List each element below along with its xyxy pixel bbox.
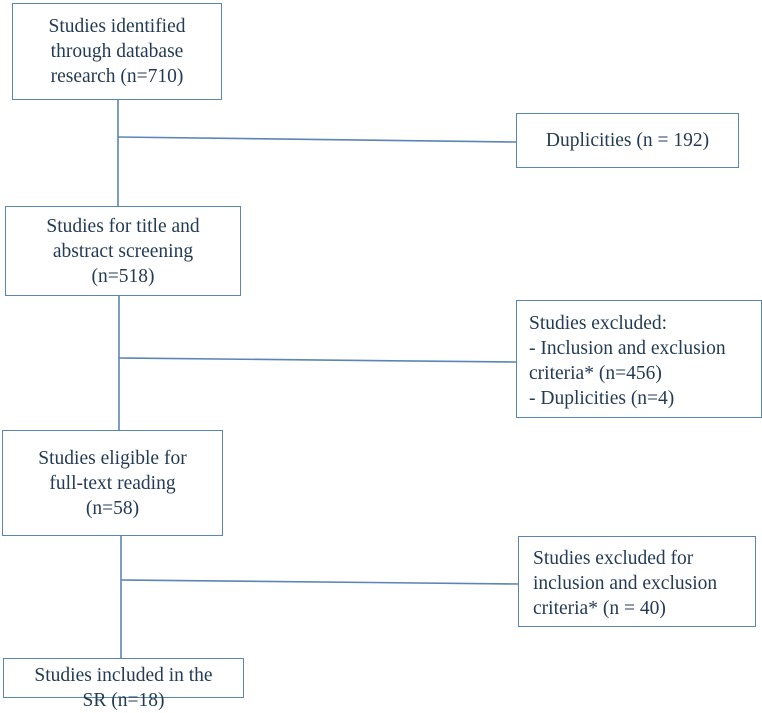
box-text-line: (n=58) bbox=[85, 497, 140, 519]
box-text-line: SR (n=18) bbox=[82, 690, 165, 711]
box-studies-excluded-fulltext: Studies excluded for inclusion and exclu… bbox=[518, 536, 756, 627]
box-text-line: (n=518) bbox=[91, 265, 155, 287]
connector-to-excluded-fulltext bbox=[120, 579, 519, 585]
box-text-line: Studies excluded: bbox=[529, 313, 668, 334]
box-text-line: Studies eligible for bbox=[38, 447, 187, 469]
box-duplicities: Duplicities (n = 192) bbox=[516, 113, 739, 168]
box-title-abstract-screening: Studies for title and abstract screening… bbox=[5, 206, 241, 296]
box-text-line: Duplicities (n = 192) bbox=[545, 130, 710, 151]
box-eligible-full-text: Studies eligible for full-text reading (… bbox=[2, 430, 223, 536]
box-studies-included: Studies included in the SR (n=18) bbox=[3, 658, 244, 711]
connector-to-excluded-screening bbox=[118, 357, 517, 363]
box-text-line: Studies included in the bbox=[34, 665, 213, 686]
box-text-line: full-text reading bbox=[49, 472, 176, 494]
box-text-line: Studies identified bbox=[48, 16, 186, 37]
connector-to-duplicities bbox=[117, 136, 517, 143]
flow-connectors bbox=[117, 100, 519, 658]
box-text-line: abstract screening bbox=[52, 240, 194, 262]
box-text-line: Studies excluded for bbox=[533, 548, 694, 569]
box-text-line: through database bbox=[50, 41, 184, 62]
box-text-line: inclusion and exclusion bbox=[533, 573, 718, 594]
box-text-line: research (n=710) bbox=[50, 66, 184, 87]
box-text-line: Studies for title and bbox=[46, 215, 200, 237]
box-text-line: - Duplicities (n=4) bbox=[529, 388, 675, 409]
box-text-line: - Inclusion and exclusion bbox=[529, 338, 726, 359]
box-studies-excluded-screening: Studies excluded: - Inclusion and exclus… bbox=[516, 300, 762, 418]
box-text-line: criteria* (n=456) bbox=[529, 363, 662, 384]
box-studies-identified: Studies identified through database rese… bbox=[12, 3, 222, 100]
box-text-line: criteria* (n = 40) bbox=[533, 598, 666, 619]
